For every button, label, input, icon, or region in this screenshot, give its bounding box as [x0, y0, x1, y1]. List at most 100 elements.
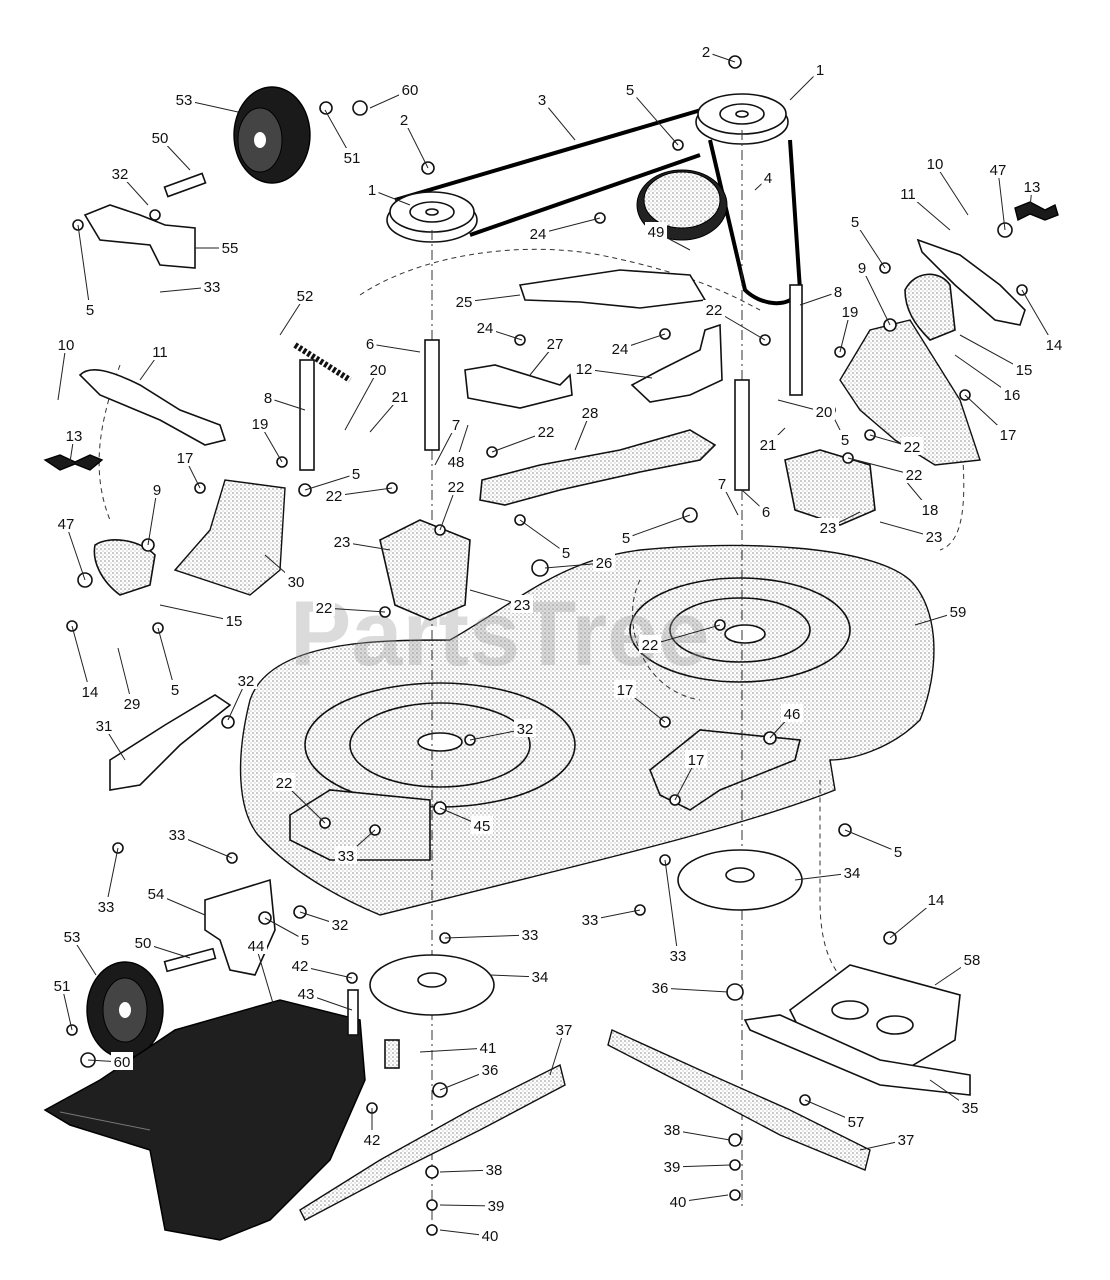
- callout-label-32: 32: [112, 166, 129, 183]
- callout-label-36: 36: [482, 1062, 499, 1079]
- callout-labels: 1122345555555555667788991010111112131314…: [51, 42, 1065, 1245]
- callout-label-bg: [514, 719, 536, 737]
- callout-label-14: 14: [82, 684, 99, 701]
- callout-leader-5: [844, 829, 899, 853]
- callout-label-22: 22: [276, 775, 293, 792]
- callout-label-bg: [839, 302, 861, 320]
- callout-label-30: 30: [288, 574, 305, 591]
- callout-label-bg: [703, 300, 725, 318]
- callout-label-bg: [895, 1130, 917, 1148]
- callout-label-bg: [961, 950, 983, 968]
- callout-label-bg: [813, 402, 835, 420]
- callout-label-17: 17: [177, 450, 194, 467]
- callout-label-bg: [519, 925, 541, 943]
- callout-label-28: 28: [582, 405, 599, 422]
- callout-label-18: 18: [922, 502, 939, 519]
- callout-label-5: 5: [626, 82, 634, 99]
- callout-label-10: 10: [58, 337, 75, 354]
- callout-label-bg: [449, 415, 463, 433]
- callout-leader-47: [65, 523, 86, 581]
- baffle-18: [839, 319, 981, 466]
- callout-label-bg: [389, 387, 411, 405]
- callout-leader-9: [861, 267, 891, 326]
- callout-label-bg: [511, 595, 533, 613]
- callout-label-35: 35: [962, 1100, 979, 1117]
- callout-label-14: 14: [928, 892, 945, 909]
- callout-label-49: 49: [648, 224, 665, 241]
- lift-arm-right: [916, 238, 1026, 326]
- spindle-shaft-left: [424, 339, 440, 451]
- callout-label-1: 1: [368, 182, 376, 199]
- callout-label-32: 32: [238, 673, 255, 690]
- callout-label-24: 24: [530, 226, 547, 243]
- callout-label-8: 8: [834, 284, 842, 301]
- callout-label-8: 8: [264, 390, 272, 407]
- callout-label-22: 22: [706, 302, 723, 319]
- callout-label-52: 52: [297, 288, 314, 305]
- stabilizer-bar-35: [743, 1014, 971, 1096]
- callout-label-bg: [335, 846, 357, 864]
- callout-leader-5: [629, 89, 679, 146]
- callout-label-bg: [341, 148, 363, 166]
- callout-label-bg: [174, 448, 196, 466]
- callout-label-33: 33: [338, 848, 355, 865]
- callout-label-bg: [223, 611, 245, 629]
- callout-label-7: 7: [452, 417, 460, 434]
- spindle-housing-right: [784, 449, 876, 526]
- callout-label-bg: [593, 553, 615, 571]
- blade-adapter-right: [677, 849, 803, 911]
- callout-label-bg: [685, 750, 707, 768]
- callout-label-bg: [79, 682, 101, 700]
- callout-label-55: 55: [222, 240, 239, 257]
- callout-label-bg: [535, 90, 549, 108]
- callout-label-bg: [619, 528, 633, 546]
- callout-label-13: 13: [66, 428, 83, 445]
- callout-label-bg: [645, 222, 667, 240]
- callout-label-5: 5: [851, 214, 859, 231]
- callout-label-bg: [831, 282, 845, 300]
- callout-label-29: 29: [124, 696, 141, 713]
- callout-leader-5: [77, 224, 91, 311]
- blade-right: [607, 1029, 871, 1171]
- callout-leader-9: [147, 489, 158, 546]
- blade-adapter-left: [369, 954, 495, 1016]
- callout-label-41: 41: [480, 1040, 497, 1057]
- callout-label-22: 22: [538, 424, 555, 441]
- callout-label-bg: [559, 543, 573, 561]
- callout-label-bg: [399, 80, 421, 98]
- blade-left: [299, 1063, 566, 1221]
- callout-label-bg: [168, 680, 182, 698]
- callout-label-bg: [479, 1060, 501, 1078]
- callout-label-42: 42: [292, 958, 309, 975]
- callout-label-bg: [201, 277, 223, 295]
- callout-leader-5: [304, 473, 357, 491]
- callout-leader-5: [157, 627, 176, 691]
- callout-label-bg: [715, 474, 729, 492]
- callout-label-5: 5: [171, 682, 179, 699]
- callout-label-5: 5: [86, 302, 94, 319]
- callout-label-19: 19: [252, 416, 269, 433]
- callout-label-bg: [365, 180, 379, 198]
- callout-label-39: 39: [664, 1159, 681, 1176]
- callout-label-31: 31: [96, 718, 113, 735]
- gauge-wheel-top: [233, 86, 311, 184]
- callout-label-bg: [1043, 335, 1065, 353]
- callout-label-47: 47: [990, 162, 1007, 179]
- callout-label-bg: [614, 680, 636, 698]
- callout-label-bg: [1013, 360, 1035, 378]
- callout-leader-5: [625, 514, 691, 539]
- callout-label-26: 26: [596, 555, 613, 572]
- callout-label-bg: [623, 80, 637, 98]
- callout-label-21: 21: [760, 437, 777, 454]
- callout-label-bg: [579, 910, 601, 928]
- discharge-chute: [43, 999, 366, 1241]
- callout-leader-47: [997, 169, 1006, 231]
- callout-label-33: 33: [169, 827, 186, 844]
- mower-deck: [239, 544, 935, 916]
- callout-label-1: 1: [816, 62, 824, 79]
- callout-label-53: 53: [64, 929, 81, 946]
- callout-label-bg: [997, 425, 1019, 443]
- baffle-30: [173, 479, 286, 596]
- gauge-wheel-bottom: [86, 961, 164, 1059]
- callout-leader-10: [57, 344, 67, 401]
